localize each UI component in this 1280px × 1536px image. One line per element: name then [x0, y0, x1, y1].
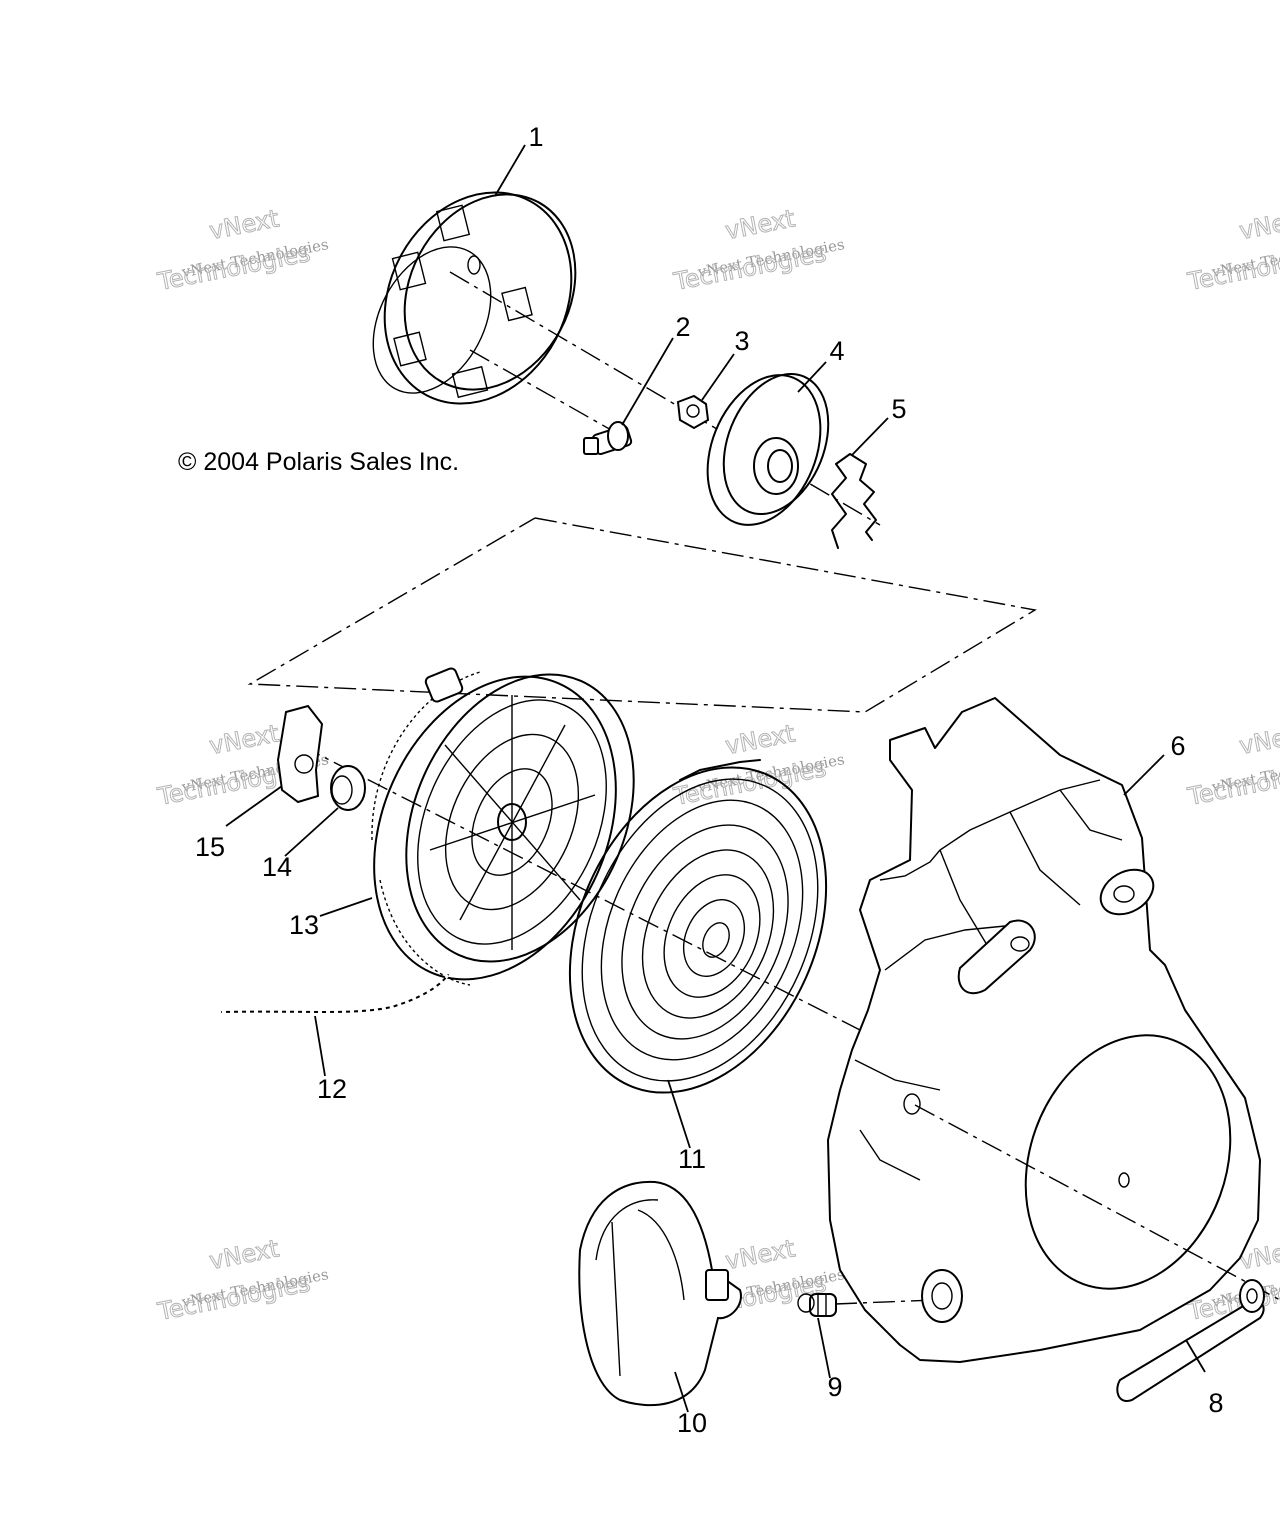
- leader-13: [319, 897, 373, 917]
- part-label-9: 9: [827, 1372, 842, 1402]
- leader-9: [817, 1317, 831, 1379]
- part-recoil-housing: [827, 697, 1261, 1363]
- watermark-bottom-left: vNext vNext Technologies Technologies: [154, 1234, 330, 1327]
- leader-5: [851, 417, 889, 456]
- leader-4: [797, 361, 827, 393]
- part-labels: 1 2 3 4 5 6 8 9 10 11 12 13 14 15: [195, 122, 1224, 1438]
- leader-6: [1123, 754, 1165, 796]
- part-starter-rope: [221, 974, 450, 1014]
- part-label-13: 13: [289, 910, 319, 940]
- watermark-big-top: vNext: [207, 204, 281, 245]
- leader-2: [621, 337, 674, 426]
- watermark-big-bottom: Technologies: [155, 239, 313, 296]
- watermark-big-top: vNext: [723, 719, 797, 760]
- part-label-5: 5: [891, 394, 906, 424]
- part-recoil-spring: [568, 759, 828, 1094]
- watermark-big-bottom: Technologies: [1185, 754, 1280, 811]
- part-small-spring: [797, 1293, 837, 1317]
- part-label-12: 12: [317, 1074, 347, 1104]
- part-label-11: 11: [678, 1144, 706, 1174]
- axis-line-spring-screw: [834, 1299, 936, 1305]
- leader-11: [667, 1079, 691, 1149]
- part-label-4: 4: [829, 336, 844, 366]
- leader-1: [494, 144, 526, 197]
- axis-line-bottom: [914, 1104, 1280, 1301]
- assembly-axis-lines: [247, 271, 1280, 1305]
- watermark-big-top: vNext: [1237, 1234, 1280, 1275]
- part-nut: [676, 394, 710, 430]
- leader-8: [1185, 1339, 1206, 1373]
- leader-3: [701, 353, 735, 401]
- part-label-14: 14: [262, 852, 292, 882]
- leader-14: [284, 807, 339, 857]
- leader-lines: [225, 144, 1206, 1413]
- part-bolt: [583, 421, 633, 456]
- watermark-big-top: vNext: [207, 1234, 281, 1275]
- part-pawl: [276, 704, 324, 804]
- watermark-big-top: vNext: [207, 719, 281, 760]
- axis-frame: [247, 517, 1037, 713]
- leader-15: [225, 785, 283, 827]
- part-label-10: 10: [677, 1408, 707, 1438]
- part-drive-cup: [372, 191, 577, 405]
- part-spring-clip: [831, 453, 877, 549]
- watermark-big-top: vNext: [723, 204, 797, 245]
- watermark-big-top: vNext: [723, 1234, 797, 1275]
- part-label-8: 8: [1208, 1388, 1223, 1418]
- watermark-big-bottom: Technologies: [155, 1269, 313, 1326]
- part-handle-stick: [1116, 1279, 1265, 1402]
- watermark-big-top: vNext: [1237, 719, 1280, 760]
- part-label-6: 6: [1170, 731, 1185, 761]
- watermark-top-right: vNext vNext Technologies Technologies: [1184, 204, 1280, 297]
- axis-line-middle: [299, 744, 861, 1031]
- leader-12: [314, 1015, 326, 1077]
- axis-line-bolt: [469, 349, 621, 436]
- part-rope-handle: [578, 1180, 742, 1407]
- copyright-text: © 2004 Polaris Sales Inc.: [178, 448, 459, 476]
- part-label-2: 2: [675, 312, 690, 342]
- part-pawl-disc: [706, 372, 830, 526]
- part-label-15: 15: [195, 832, 225, 862]
- part-label-1: 1: [528, 122, 543, 152]
- axis-line-top: [449, 271, 881, 526]
- leader-10: [674, 1371, 689, 1413]
- watermark-big-top: vNext: [1237, 204, 1280, 245]
- watermark-big-bottom: Technologies: [1185, 239, 1280, 296]
- part-label-3: 3: [734, 326, 749, 356]
- part-bushing: [330, 765, 366, 811]
- watermark-top-left: vNext vNext Technologies Technologies: [154, 204, 330, 297]
- watermark-big-bottom: Technologies: [671, 239, 829, 296]
- part-rope-pulley: [371, 667, 635, 986]
- watermark-top-center: vNext vNext Technologies Technologies: [670, 204, 846, 297]
- watermark-mid-right: vNext vNext Technologies Technologies: [1184, 719, 1280, 812]
